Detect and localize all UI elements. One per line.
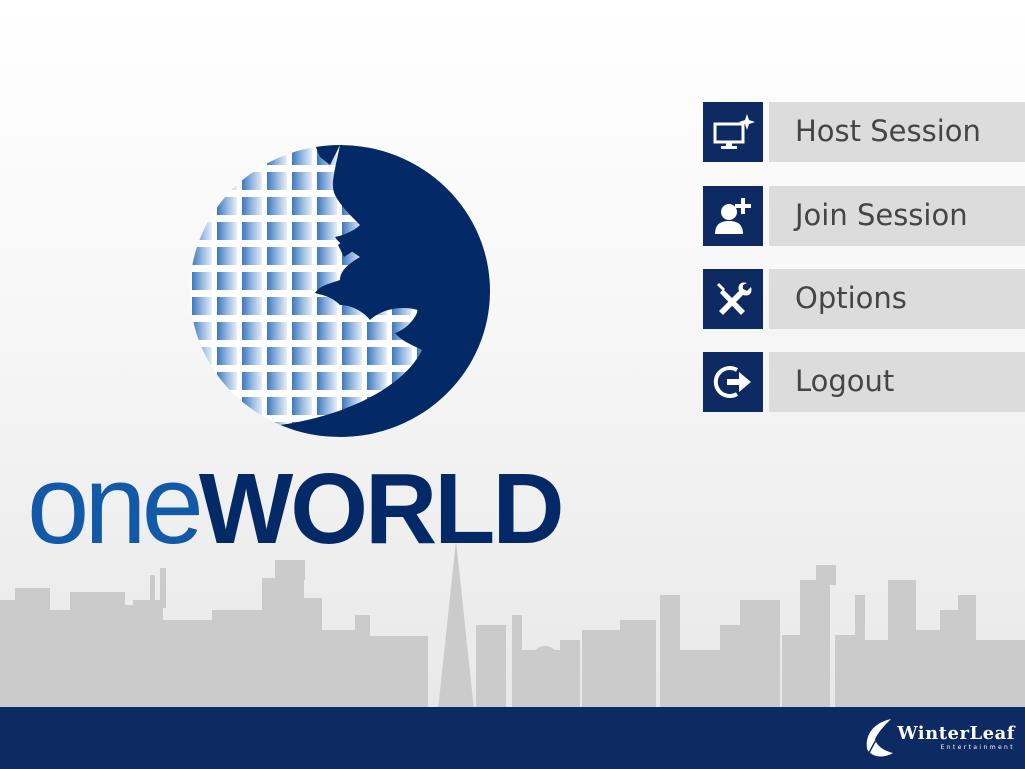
globe-tile: [217, 147, 237, 165]
logo-world-text: WORLD: [198, 453, 565, 565]
globe-tile: [342, 347, 362, 365]
globe-tile: [317, 172, 337, 190]
globe-tile: [242, 397, 262, 415]
oneworld-wordmark: one WORLD: [27, 440, 565, 567]
globe-tile: [192, 397, 212, 415]
globe-tile: [292, 297, 312, 315]
globe-tile: [192, 272, 212, 290]
globe-tile: [217, 422, 237, 437]
globe-tile: [192, 297, 212, 315]
globe-tile: [192, 247, 212, 265]
winterleaf-logo: WinterLeaf Entertainment: [863, 715, 1015, 761]
globe-tile: [267, 297, 287, 315]
globe-tile: [267, 322, 287, 340]
logout-label: Logout: [769, 352, 1025, 412]
globe-tile: [217, 397, 237, 415]
globe-tile: [242, 372, 262, 390]
globe-tile: [217, 197, 237, 215]
globe-tile: [217, 322, 237, 340]
globe-tile: [317, 322, 337, 340]
globe-tile: [267, 247, 287, 265]
leaf-icon: [867, 719, 894, 757]
globe-tile: [217, 297, 237, 315]
globe-tile: [317, 222, 337, 240]
monitor-sparkle-icon: [703, 102, 763, 162]
globe-tile: [267, 172, 287, 190]
globe-tile: [217, 347, 237, 365]
globe-tile: [192, 372, 212, 390]
globe-tile: [317, 372, 337, 390]
globe-tile: [367, 347, 387, 365]
globe-tile: [317, 347, 337, 365]
globe-tile: [267, 222, 287, 240]
globe-tile: [192, 147, 212, 165]
globe-tile: [267, 147, 287, 165]
globe-tile: [267, 372, 287, 390]
logout-button[interactable]: Logout: [703, 352, 1025, 412]
globe-tile: [317, 247, 337, 265]
globe-tile: [292, 247, 312, 265]
globe-tile: [267, 422, 287, 437]
brand-name: WinterLeaf: [897, 723, 1015, 744]
globe-tile: [367, 322, 387, 340]
globe-tile: [267, 347, 287, 365]
globe-tile: [392, 347, 412, 365]
logout-arrow-icon: [703, 352, 763, 412]
globe-tile: [292, 172, 312, 190]
city-skyline-background: [0, 540, 1025, 710]
globe-tile: [292, 347, 312, 365]
globe-tile: [292, 397, 312, 415]
globe-tile: [242, 272, 262, 290]
join-session-button[interactable]: Join Session: [703, 186, 1025, 246]
globe-tile: [242, 172, 262, 190]
options-label: Options: [769, 269, 1025, 329]
globe-tile: [417, 147, 437, 165]
globe-tile: [267, 397, 287, 415]
globe-tile: [217, 247, 237, 265]
globe-tile: [342, 372, 362, 390]
globe-tile: [242, 222, 262, 240]
globe-tile: [242, 297, 262, 315]
globe-tile: [192, 222, 212, 240]
globe-tile: [217, 272, 237, 290]
globe-tile: [317, 397, 337, 415]
globe-tile: [242, 422, 262, 437]
add-user-icon: [703, 186, 763, 246]
footer-bar: WinterLeaf Entertainment: [0, 707, 1025, 769]
globe-tile: [367, 372, 387, 390]
globe-tile: [342, 322, 362, 340]
globe-tile: [192, 322, 212, 340]
globe-tile: [192, 172, 212, 190]
globe-tile: [242, 147, 262, 165]
globe-tile: [292, 222, 312, 240]
globe-tile: [292, 197, 312, 215]
globe-tile: [292, 147, 312, 165]
globe-tile: [192, 347, 212, 365]
globe-tile: [292, 322, 312, 340]
options-button[interactable]: Options: [703, 269, 1025, 329]
globe-tile: [192, 422, 212, 437]
globe-tile: [417, 422, 437, 437]
globe-tile: [192, 197, 212, 215]
globe-tile: [292, 372, 312, 390]
globe-tile: [267, 197, 287, 215]
logo-one-text: one: [27, 442, 204, 567]
globe-tile: [242, 197, 262, 215]
brand-subtitle: Entertainment: [940, 744, 1015, 751]
globe-tile: [217, 172, 237, 190]
globe-tile: [317, 197, 337, 215]
globe-tile: [242, 347, 262, 365]
globe-tile: [267, 272, 287, 290]
host-session-label: Host Session: [769, 102, 1025, 162]
globe-logo-icon: [190, 145, 490, 437]
globe-tile: [292, 272, 312, 290]
wrench-screwdriver-icon: [703, 269, 763, 329]
globe-tile: [217, 372, 237, 390]
host-session-button[interactable]: Host Session: [703, 102, 1025, 162]
join-session-label: Join Session: [769, 186, 1025, 246]
globe-tile: [242, 322, 262, 340]
globe-tile: [242, 247, 262, 265]
globe-tile: [217, 222, 237, 240]
globe-tile: [317, 297, 337, 315]
